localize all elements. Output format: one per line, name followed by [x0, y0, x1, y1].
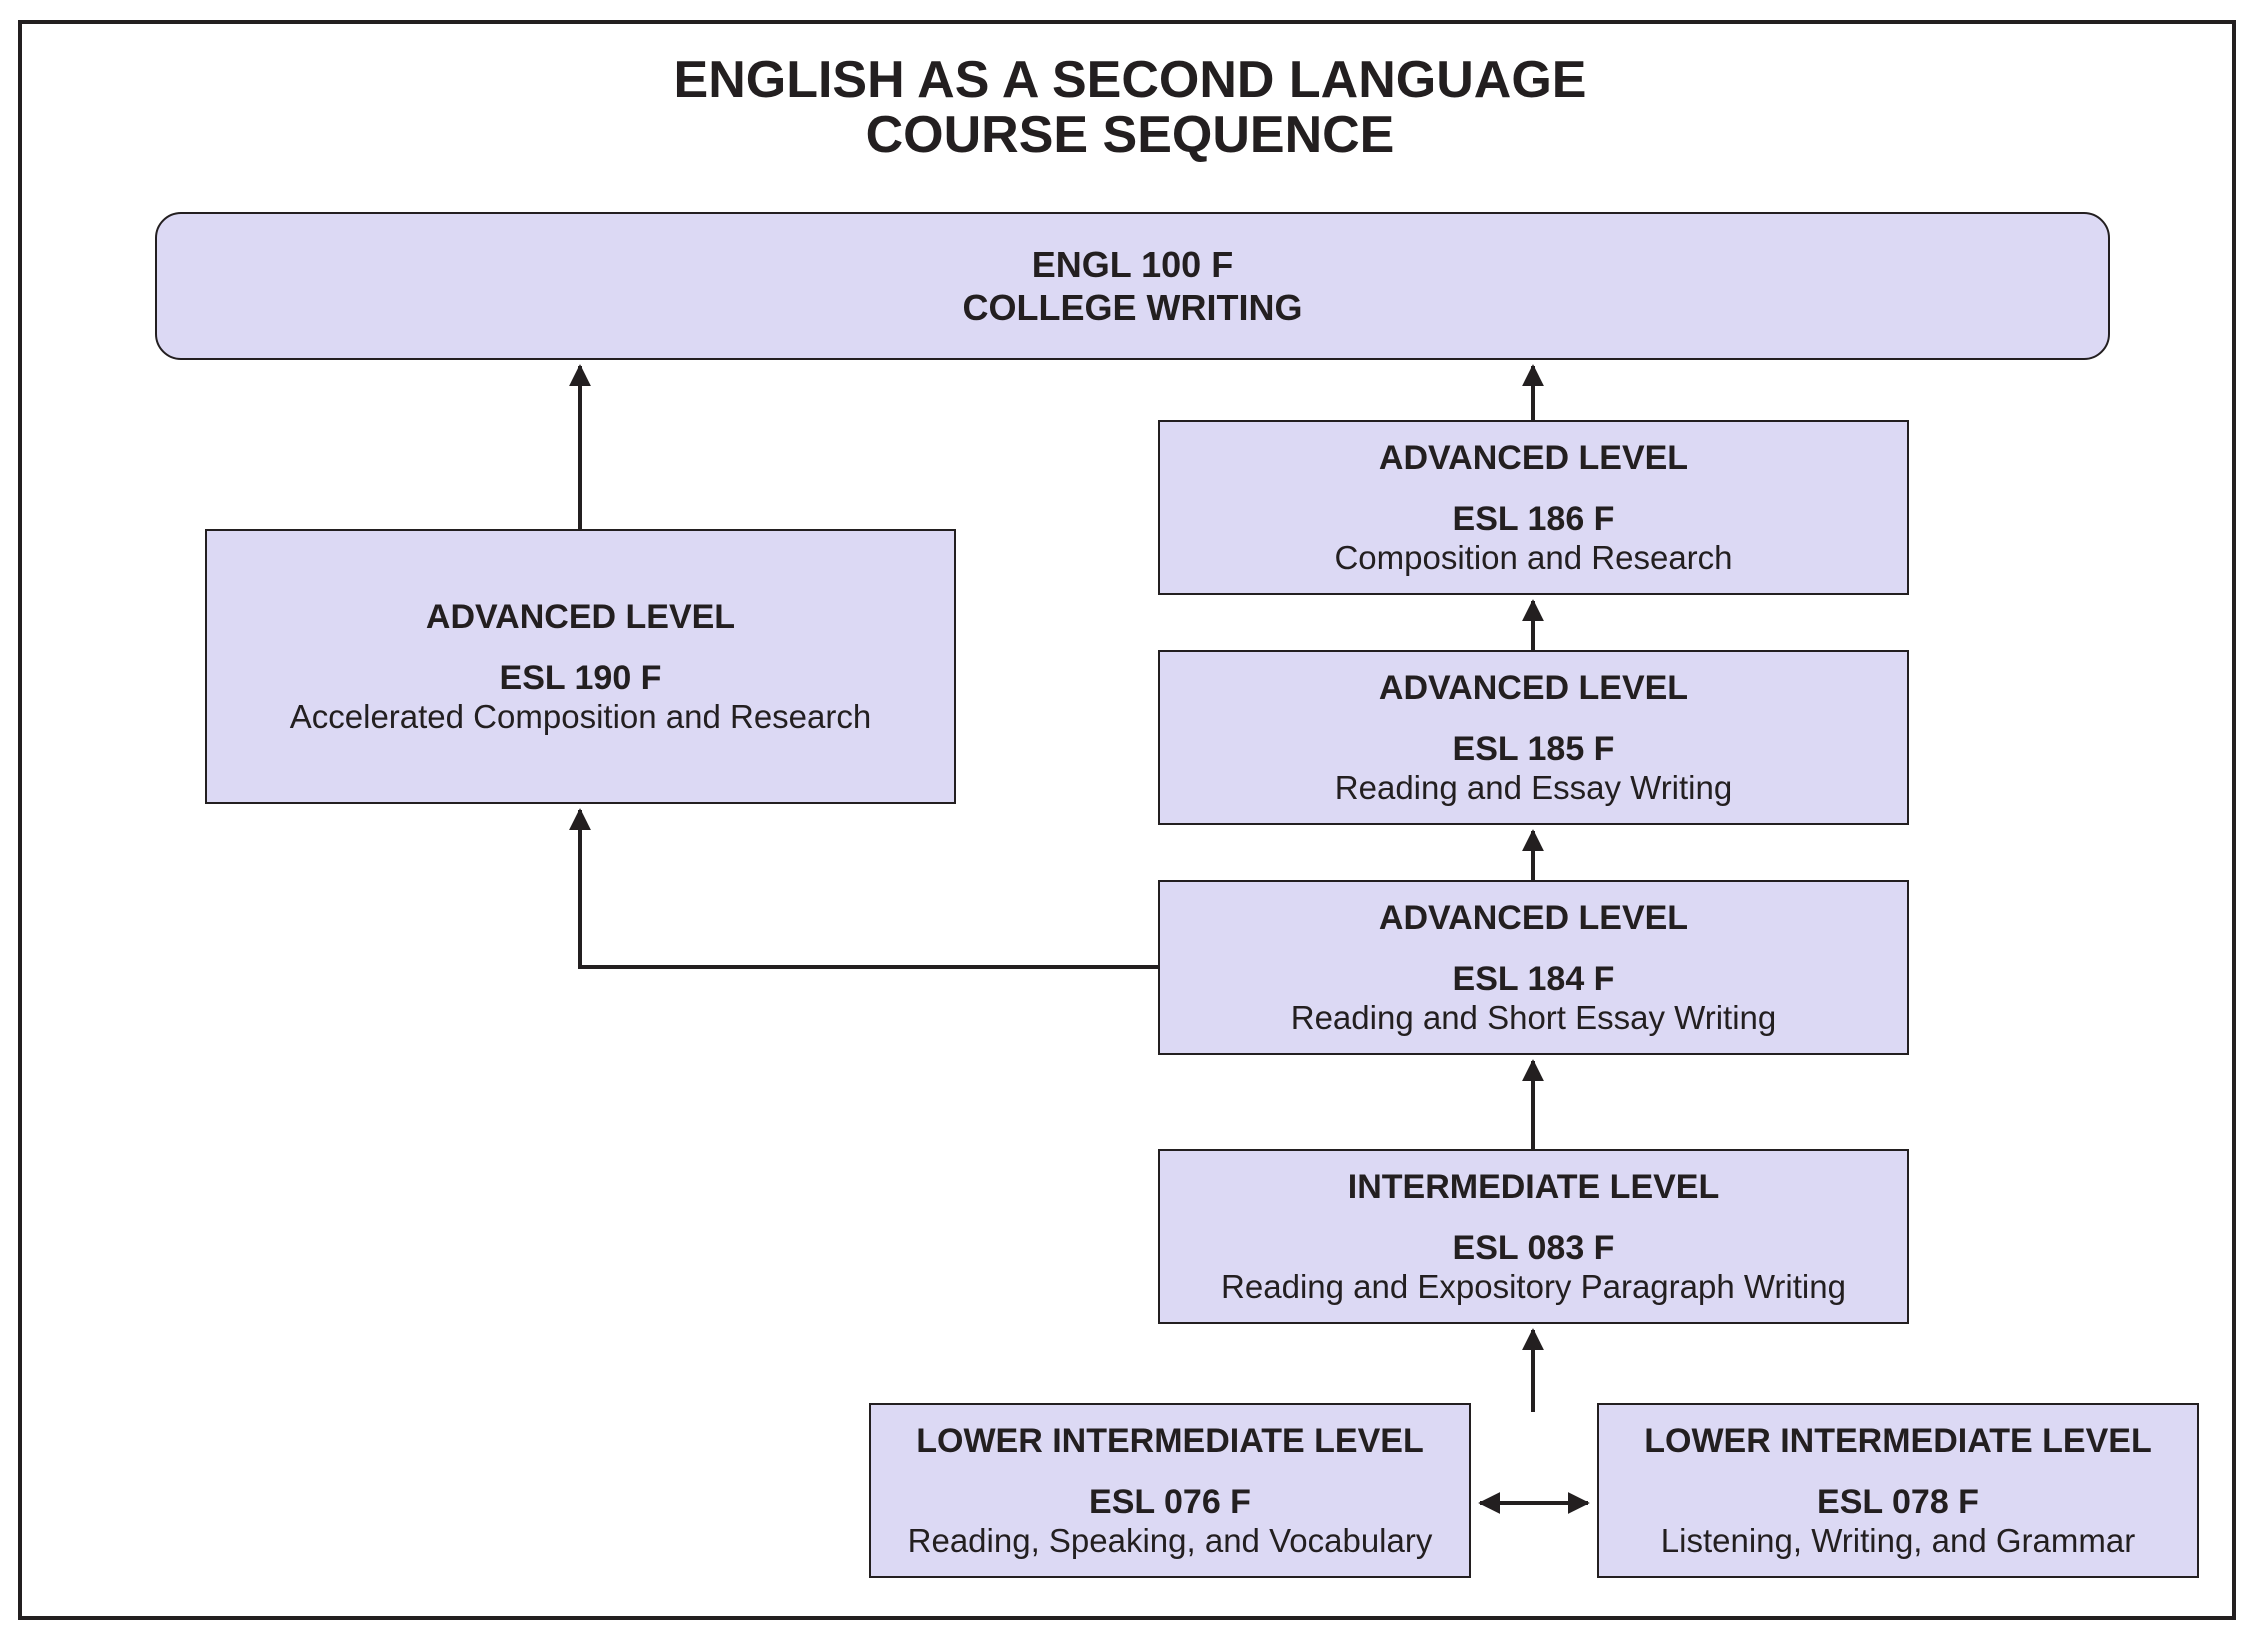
- diagram-frame: [18, 20, 2236, 1620]
- course-level: ADVANCED LEVEL: [425, 597, 736, 636]
- course-level: LOWER INTERMEDIATE LEVEL: [1644, 1421, 2152, 1460]
- course-box-esl-190: ADVANCED LEVEL ESL 190 F Accelerated Com…: [205, 529, 956, 804]
- course-box-esl-078: LOWER INTERMEDIATE LEVEL ESL 078 F Liste…: [1597, 1403, 2199, 1578]
- course-box-esl-083: INTERMEDIATE LEVEL ESL 083 F Reading and…: [1158, 1149, 1909, 1324]
- course-level: ADVANCED LEVEL: [1378, 668, 1689, 707]
- course-code: ENGL 100 F: [1031, 244, 1234, 285]
- course-name: Reading and Expository Paragraph Writing: [1221, 1267, 1846, 1305]
- course-box-esl-185: ADVANCED LEVEL ESL 185 F Reading and Ess…: [1158, 650, 1909, 825]
- course-code: ESL 083 F: [1452, 1228, 1615, 1267]
- course-level: INTERMEDIATE LEVEL: [1347, 1167, 1720, 1206]
- course-name: Reading and Short Essay Writing: [1290, 998, 1777, 1036]
- arrow-esl184-to-esl190: [569, 808, 1158, 969]
- course-title: COLLEGE WRITING: [962, 287, 1303, 328]
- course-name: Composition and Research: [1334, 538, 1733, 576]
- course-box-engl-100: ENGL 100 F COLLEGE WRITING: [155, 212, 2110, 360]
- course-level: LOWER INTERMEDIATE LEVEL: [916, 1421, 1424, 1460]
- course-code: ESL 076 F: [1089, 1482, 1251, 1521]
- course-code: ESL 184 F: [1452, 959, 1615, 998]
- course-box-esl-186: ADVANCED LEVEL ESL 186 F Composition and…: [1158, 420, 1909, 595]
- course-name: Reading and Essay Writing: [1334, 768, 1733, 806]
- course-code: ESL 190 F: [499, 658, 662, 697]
- course-box-esl-076: LOWER INTERMEDIATE LEVEL ESL 076 F Readi…: [869, 1403, 1471, 1578]
- course-level: ADVANCED LEVEL: [1378, 898, 1689, 937]
- course-code: ESL 186 F: [1452, 499, 1615, 538]
- course-level: ADVANCED LEVEL: [1378, 438, 1689, 477]
- course-code: ESL 078 F: [1817, 1482, 1979, 1521]
- course-name: Listening, Writing, and Grammar: [1660, 1521, 2136, 1559]
- course-name: Accelerated Composition and Research: [289, 697, 872, 735]
- course-name: Reading, Speaking, and Vocabulary: [907, 1521, 1433, 1559]
- diagram-title-line-1: ENGLISH AS A SECOND LANGUAGE: [673, 51, 1587, 109]
- course-box-esl-184: ADVANCED LEVEL ESL 184 F Reading and Sho…: [1158, 880, 1909, 1055]
- course-code: ESL 185 F: [1452, 729, 1615, 768]
- diagram-title-line-2: COURSE SEQUENCE: [865, 106, 1395, 164]
